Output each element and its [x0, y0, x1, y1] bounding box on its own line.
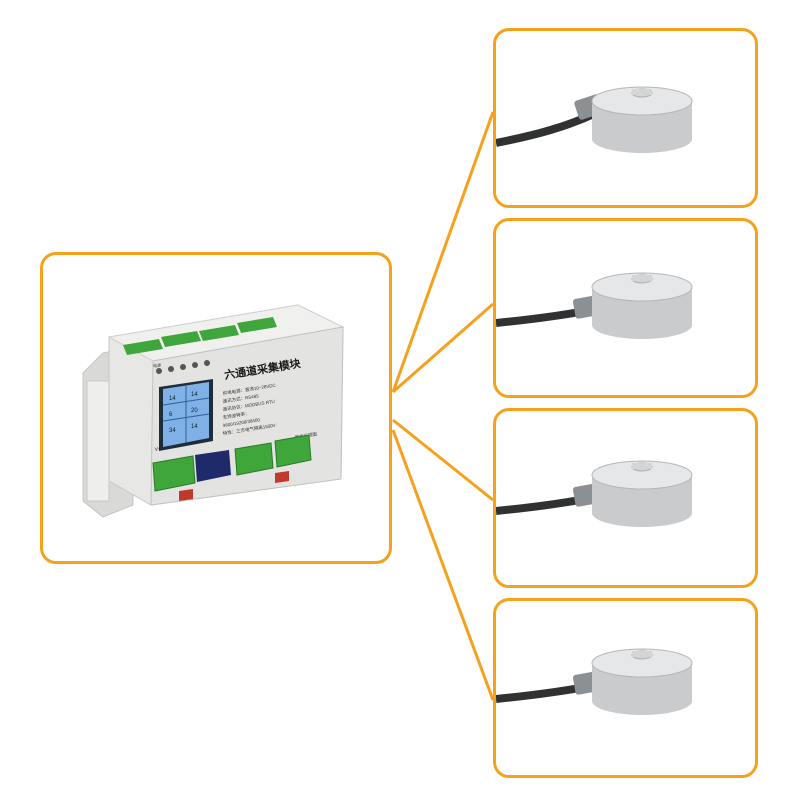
load-cell-image — [496, 86, 693, 153]
screen-value: 14 — [169, 396, 176, 402]
sensor-frame-3 — [493, 408, 758, 588]
status-display — [195, 450, 231, 482]
screen-value: 6 — [169, 412, 173, 418]
load-cell-image — [496, 272, 693, 339]
bottom-terminal-right — [274, 434, 312, 468]
screen-value: 14 — [191, 392, 198, 398]
acquisition-module-image: 电源 14 14 6 20 34 14 六通道采集模块 供电电源：直流10~28… — [82, 304, 345, 518]
load-cell-image — [496, 460, 693, 527]
din-clip — [179, 489, 193, 501]
sensor-frame-1 — [493, 28, 758, 208]
connector-line-3 — [392, 418, 494, 502]
module-frame: 电源 14 14 6 20 34 14 六通道采集模块 供电电源：直流10~28… — [40, 252, 392, 564]
terminal-label: V+ — [154, 446, 161, 453]
spec-line: 支持波特率： — [222, 410, 250, 421]
indicator-label: 电源 — [153, 361, 161, 368]
sensor-frame-2 — [493, 218, 758, 398]
indicator-leds — [156, 360, 210, 374]
lcd-screen: 14 14 6 20 34 14 — [159, 379, 213, 451]
svg-text:电源: 电源 — [153, 361, 161, 368]
connector-line-1 — [391, 111, 495, 393]
top-terminal-blocks — [123, 317, 277, 355]
screen-value: 20 — [191, 408, 198, 414]
spec-line: 9600/19200/38400 — [222, 417, 260, 428]
screen-value: 34 — [169, 428, 176, 434]
screen-value: 14 — [191, 424, 198, 430]
bottom-terminal-left — [152, 455, 196, 492]
connector-line-4 — [391, 429, 495, 701]
connector-line-2 — [392, 302, 494, 394]
sensor-frame-4 — [493, 598, 758, 778]
din-clip — [275, 471, 289, 483]
load-cell-image — [496, 648, 693, 715]
bottom-terminal-middle — [234, 442, 274, 476]
